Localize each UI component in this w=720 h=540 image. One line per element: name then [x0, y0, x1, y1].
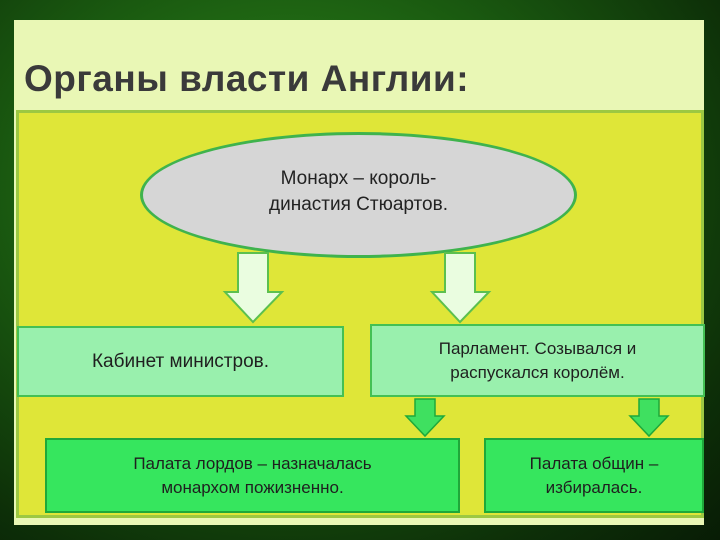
parliament-label-line1: Парламент. Созывался и: [438, 338, 637, 358]
arrow-down-to-cabinet-icon: [222, 252, 285, 324]
monarch-node: [140, 132, 577, 258]
lords-label-line1: Палата лордов – назначалась: [133, 453, 372, 473]
arrow-down-to-parliament-icon: [429, 252, 492, 324]
commons-label-line1: Палата общин –: [529, 453, 659, 473]
arrow-down-to-commons-icon: [628, 398, 670, 438]
cabinet-node: Кабинет министров.: [17, 326, 344, 397]
arrow-down-to-lords-icon: [404, 398, 446, 438]
parliament-node: Парламент. Созывался и распускался корол…: [370, 324, 705, 397]
monarch-label: Монарх – король- династия Стюартов.: [140, 166, 577, 218]
page-title: Органы власти Англии:: [24, 58, 470, 99]
commons-label-line2: избиралась.: [545, 477, 643, 497]
monarch-label-line1: Монарх – король-: [280, 168, 437, 189]
house-of-lords-node: Палата лордов – назначалась монархом пож…: [45, 438, 460, 513]
cabinet-label: Кабинет министров.: [91, 350, 270, 372]
parliament-label-line2: распускался королём.: [450, 362, 625, 382]
monarch-label-line2: династия Стюартов.: [269, 194, 448, 215]
lords-label-line2: монархом пожизненно.: [161, 477, 344, 497]
house-of-commons-node: Палата общин – избиралась.: [484, 438, 704, 513]
